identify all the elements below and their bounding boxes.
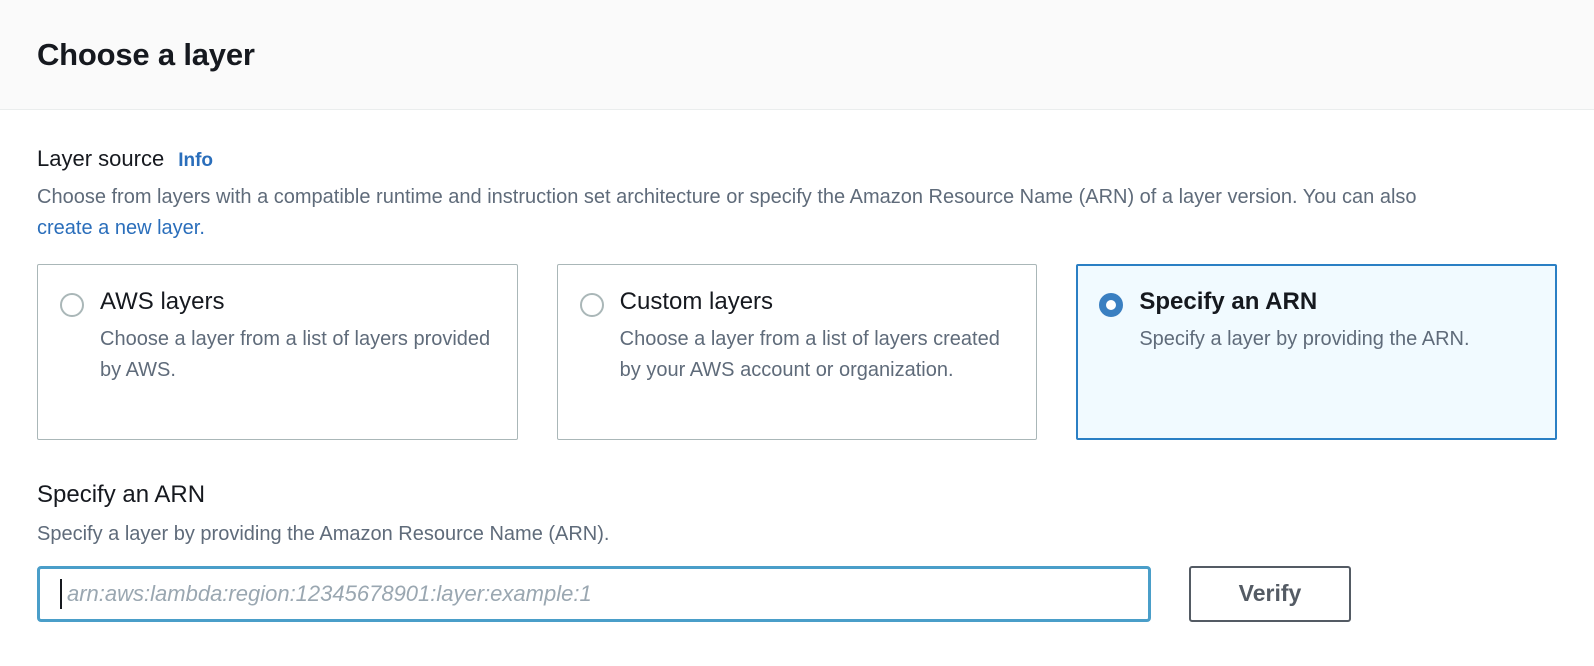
radio-card-custom-layers[interactable]: Custom layers Choose a layer from a list… <box>556 263 1038 440</box>
radio-card-aws-layers[interactable]: AWS layers Choose a layer from a list of… <box>37 263 518 440</box>
layer-source-label-row: Layer source Info <box>37 110 1557 173</box>
radio-card-custom-layers-title: Custom layers <box>619 287 774 315</box>
radio-icon-selected[interactable] <box>1099 292 1124 317</box>
radio-icon-unselected[interactable] <box>579 292 604 317</box>
radio-card-specify-an-arn-title: Specify an ARN <box>1139 287 1318 315</box>
radio-icon-unselected[interactable] <box>60 292 84 317</box>
text-caret <box>60 578 62 609</box>
create-a-new-layer-link[interactable]: create a new layer. <box>37 216 205 239</box>
panel-header: Choose a layer <box>0 0 1594 110</box>
radio-card-aws-layers-description: Choose a layer from a list of layers pro… <box>100 327 491 381</box>
arn-input-placeholder: arn:aws:lambda:region:12345678901:layer:… <box>67 580 592 606</box>
page-title: Choose a layer <box>37 36 255 72</box>
radio-card-aws-layers-text: AWS layers Choose a layer from a list of… <box>100 287 493 386</box>
specify-an-arn-heading: Specify an ARN <box>37 480 206 508</box>
specify-an-arn-section: Specify an ARN Specify a layer by provid… <box>37 480 1557 622</box>
radio-card-specify-an-arn-description: Specify a layer by providing the ARN. <box>1139 327 1470 350</box>
radio-card-specify-an-arn-text: Specify an ARN Specify a layer by provid… <box>1139 287 1469 355</box>
layer-source-label: Layer source <box>37 146 165 171</box>
radio-card-aws-layers-title: AWS layers <box>100 287 225 315</box>
radio-card-custom-layers-description: Choose a layer from a list of layers cre… <box>619 327 1000 381</box>
arn-input[interactable]: arn:aws:lambda:region:12345678901:layer:… <box>37 565 1151 622</box>
layer-source-options: AWS layers Choose a layer from a list of… <box>37 263 1558 440</box>
panel-body: Layer source Info Choose from layers wit… <box>0 110 1594 622</box>
info-link[interactable]: Info <box>178 150 214 171</box>
arn-input-row: arn:aws:lambda:region:12345678901:layer:… <box>37 565 1557 622</box>
layer-source-description: Choose from layers with a compatible run… <box>37 182 1477 244</box>
verify-button[interactable]: Verify <box>1189 565 1351 622</box>
layer-source-description-text: Choose from layers with a compatible run… <box>37 185 1417 208</box>
radio-card-custom-layers-text: Custom layers Choose a layer from a list… <box>620 287 1013 386</box>
specify-an-arn-subtext: Specify a layer by providing the Amazon … <box>37 522 610 545</box>
radio-card-specify-an-arn[interactable]: Specify an ARN Specify a layer by provid… <box>1076 263 1558 440</box>
